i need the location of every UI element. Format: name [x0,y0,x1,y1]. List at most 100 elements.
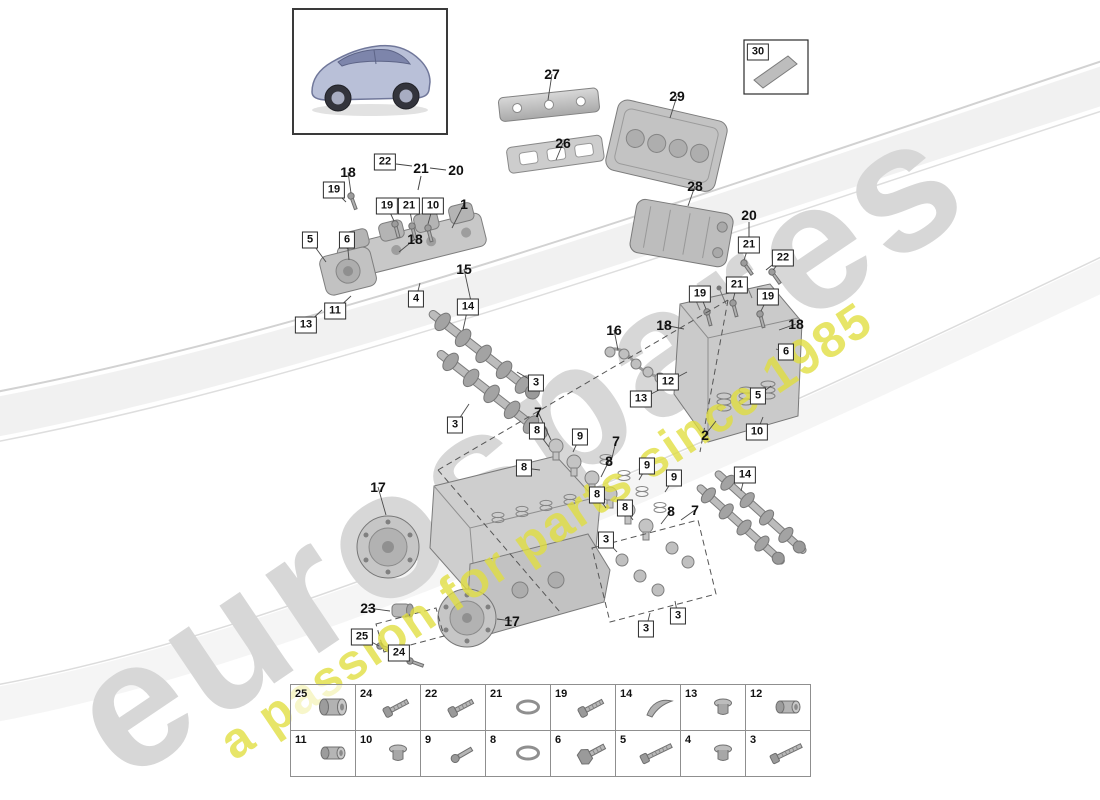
callout-3[interactable]: 3 [527,374,545,392]
bushing-icon [313,739,353,772]
legend-cell-22[interactable]: 22 [420,684,486,731]
callout-3[interactable]: 3 [597,531,615,549]
callout-12[interactable]: 12 [656,373,680,391]
part-15-camshaft-a [428,309,540,400]
callout-10[interactable]: 10 [421,197,445,215]
callout-4[interactable]: 4 [407,290,425,308]
callout-20[interactable]: 20 [448,162,464,178]
callout-19[interactable]: 19 [688,285,712,303]
legend-cell-13[interactable]: 13 [680,684,746,731]
callout-7[interactable]: 7 [612,433,620,449]
callout-3[interactable]: 3 [637,620,655,638]
legend-cell-5[interactable]: 5 [615,730,681,777]
callout-13[interactable]: 13 [294,316,318,334]
legend-part-number: 9 [425,734,432,746]
legend-part-number: 25 [295,688,308,700]
callout-21[interactable]: 21 [725,276,749,294]
o-ring-icon [508,693,548,726]
callout-13[interactable]: 13 [629,390,653,408]
callout-8[interactable]: 8 [588,486,606,504]
callout-18[interactable]: 18 [788,316,804,332]
callout-3[interactable]: 3 [669,607,687,625]
legend-cell-21[interactable]: 21 [485,684,551,731]
callout-24[interactable]: 24 [387,644,411,662]
callout-14[interactable]: 14 [733,466,757,484]
callout-23[interactable]: 23 [360,600,376,616]
callout-5[interactable]: 5 [301,231,319,249]
callout-8[interactable]: 8 [528,422,546,440]
legend-cell-12[interactable]: 12 [745,684,811,731]
callout-19[interactable]: 19 [375,197,399,215]
callout-21[interactable]: 21 [737,236,761,254]
callout-21[interactable]: 21 [413,160,429,176]
o-ring-icon [508,739,548,772]
callout-9[interactable]: 9 [665,469,683,487]
callout-11[interactable]: 11 [324,302,346,320]
callout-2[interactable]: 2 [701,427,709,443]
callout-22[interactable]: 22 [771,249,795,267]
legend-cell-19[interactable]: 19 [550,684,616,731]
callout-20[interactable]: 20 [741,207,757,223]
callout-18[interactable]: 18 [656,317,672,333]
callout-18[interactable]: 18 [407,231,423,247]
callout-25[interactable]: 25 [350,628,374,646]
callout-17[interactable]: 17 [504,613,520,629]
callout-14[interactable]: 14 [456,298,480,316]
callout-1[interactable]: 1 [460,196,468,212]
callout-18[interactable]: 18 [340,164,356,180]
callout-8[interactable]: 8 [605,453,613,469]
callout-10[interactable]: 10 [745,423,769,441]
legend-cell-24[interactable]: 24 [355,684,421,731]
callout-6[interactable]: 6 [338,231,356,249]
legend-part-number: 11 [295,734,307,746]
callout-9[interactable]: 9 [571,428,589,446]
screw-icon [573,693,613,726]
callout-8[interactable]: 8 [616,499,634,517]
legend-cell-4[interactable]: 4 [680,730,746,777]
callout-17[interactable]: 17 [370,479,386,495]
callout-7[interactable]: 7 [534,404,542,420]
legend-part-number: 24 [360,688,373,700]
right-camshaft-b [714,470,807,554]
callout-27[interactable]: 27 [544,66,560,82]
legend-cell-10[interactable]: 10 [355,730,421,777]
legend-part-number: 14 [620,688,633,700]
legend-cell-11[interactable]: 11 [290,730,356,777]
callout-19[interactable]: 19 [322,181,346,199]
part-2-cylinder-head [673,279,803,443]
legend-cell-25[interactable]: 25 [290,684,356,731]
callout-5[interactable]: 5 [749,387,767,405]
part-17-cover-b [437,588,497,648]
callout-21[interactable]: 21 [397,197,421,215]
legend-part-number: 21 [490,688,503,700]
legend-cell-6[interactable]: 6 [550,730,616,777]
legend-cell-3[interactable]: 3 [745,730,811,777]
left-cylinder-head [429,455,601,601]
part-27-heat-shield [497,87,600,122]
callout-19[interactable]: 19 [756,288,780,306]
callout-22[interactable]: 22 [373,153,397,171]
legend-cell-14[interactable]: 14 [615,684,681,731]
callout-28[interactable]: 28 [687,178,703,194]
callout-30[interactable]: 30 [746,43,770,61]
callout-9[interactable]: 9 [638,457,656,475]
legend-cell-8[interactable]: 8 [485,730,551,777]
callout-6[interactable]: 6 [777,343,795,361]
car-thumbnail [311,44,431,116]
legend-cell-9[interactable]: 9 [420,730,486,777]
legend-part-number: 8 [490,734,497,746]
callout-26[interactable]: 26 [555,135,571,151]
callout-29[interactable]: 29 [669,88,685,104]
callout-3[interactable]: 3 [446,416,464,434]
bushing-icon [768,693,808,726]
callout-8[interactable]: 8 [515,459,533,477]
callout-15[interactable]: 15 [456,261,472,277]
callout-16[interactable]: 16 [606,322,622,338]
legend-part-number: 22 [425,688,438,700]
legend-part-number: 6 [555,734,562,746]
callout-7[interactable]: 7 [691,502,699,518]
callout-8[interactable]: 8 [667,503,675,519]
